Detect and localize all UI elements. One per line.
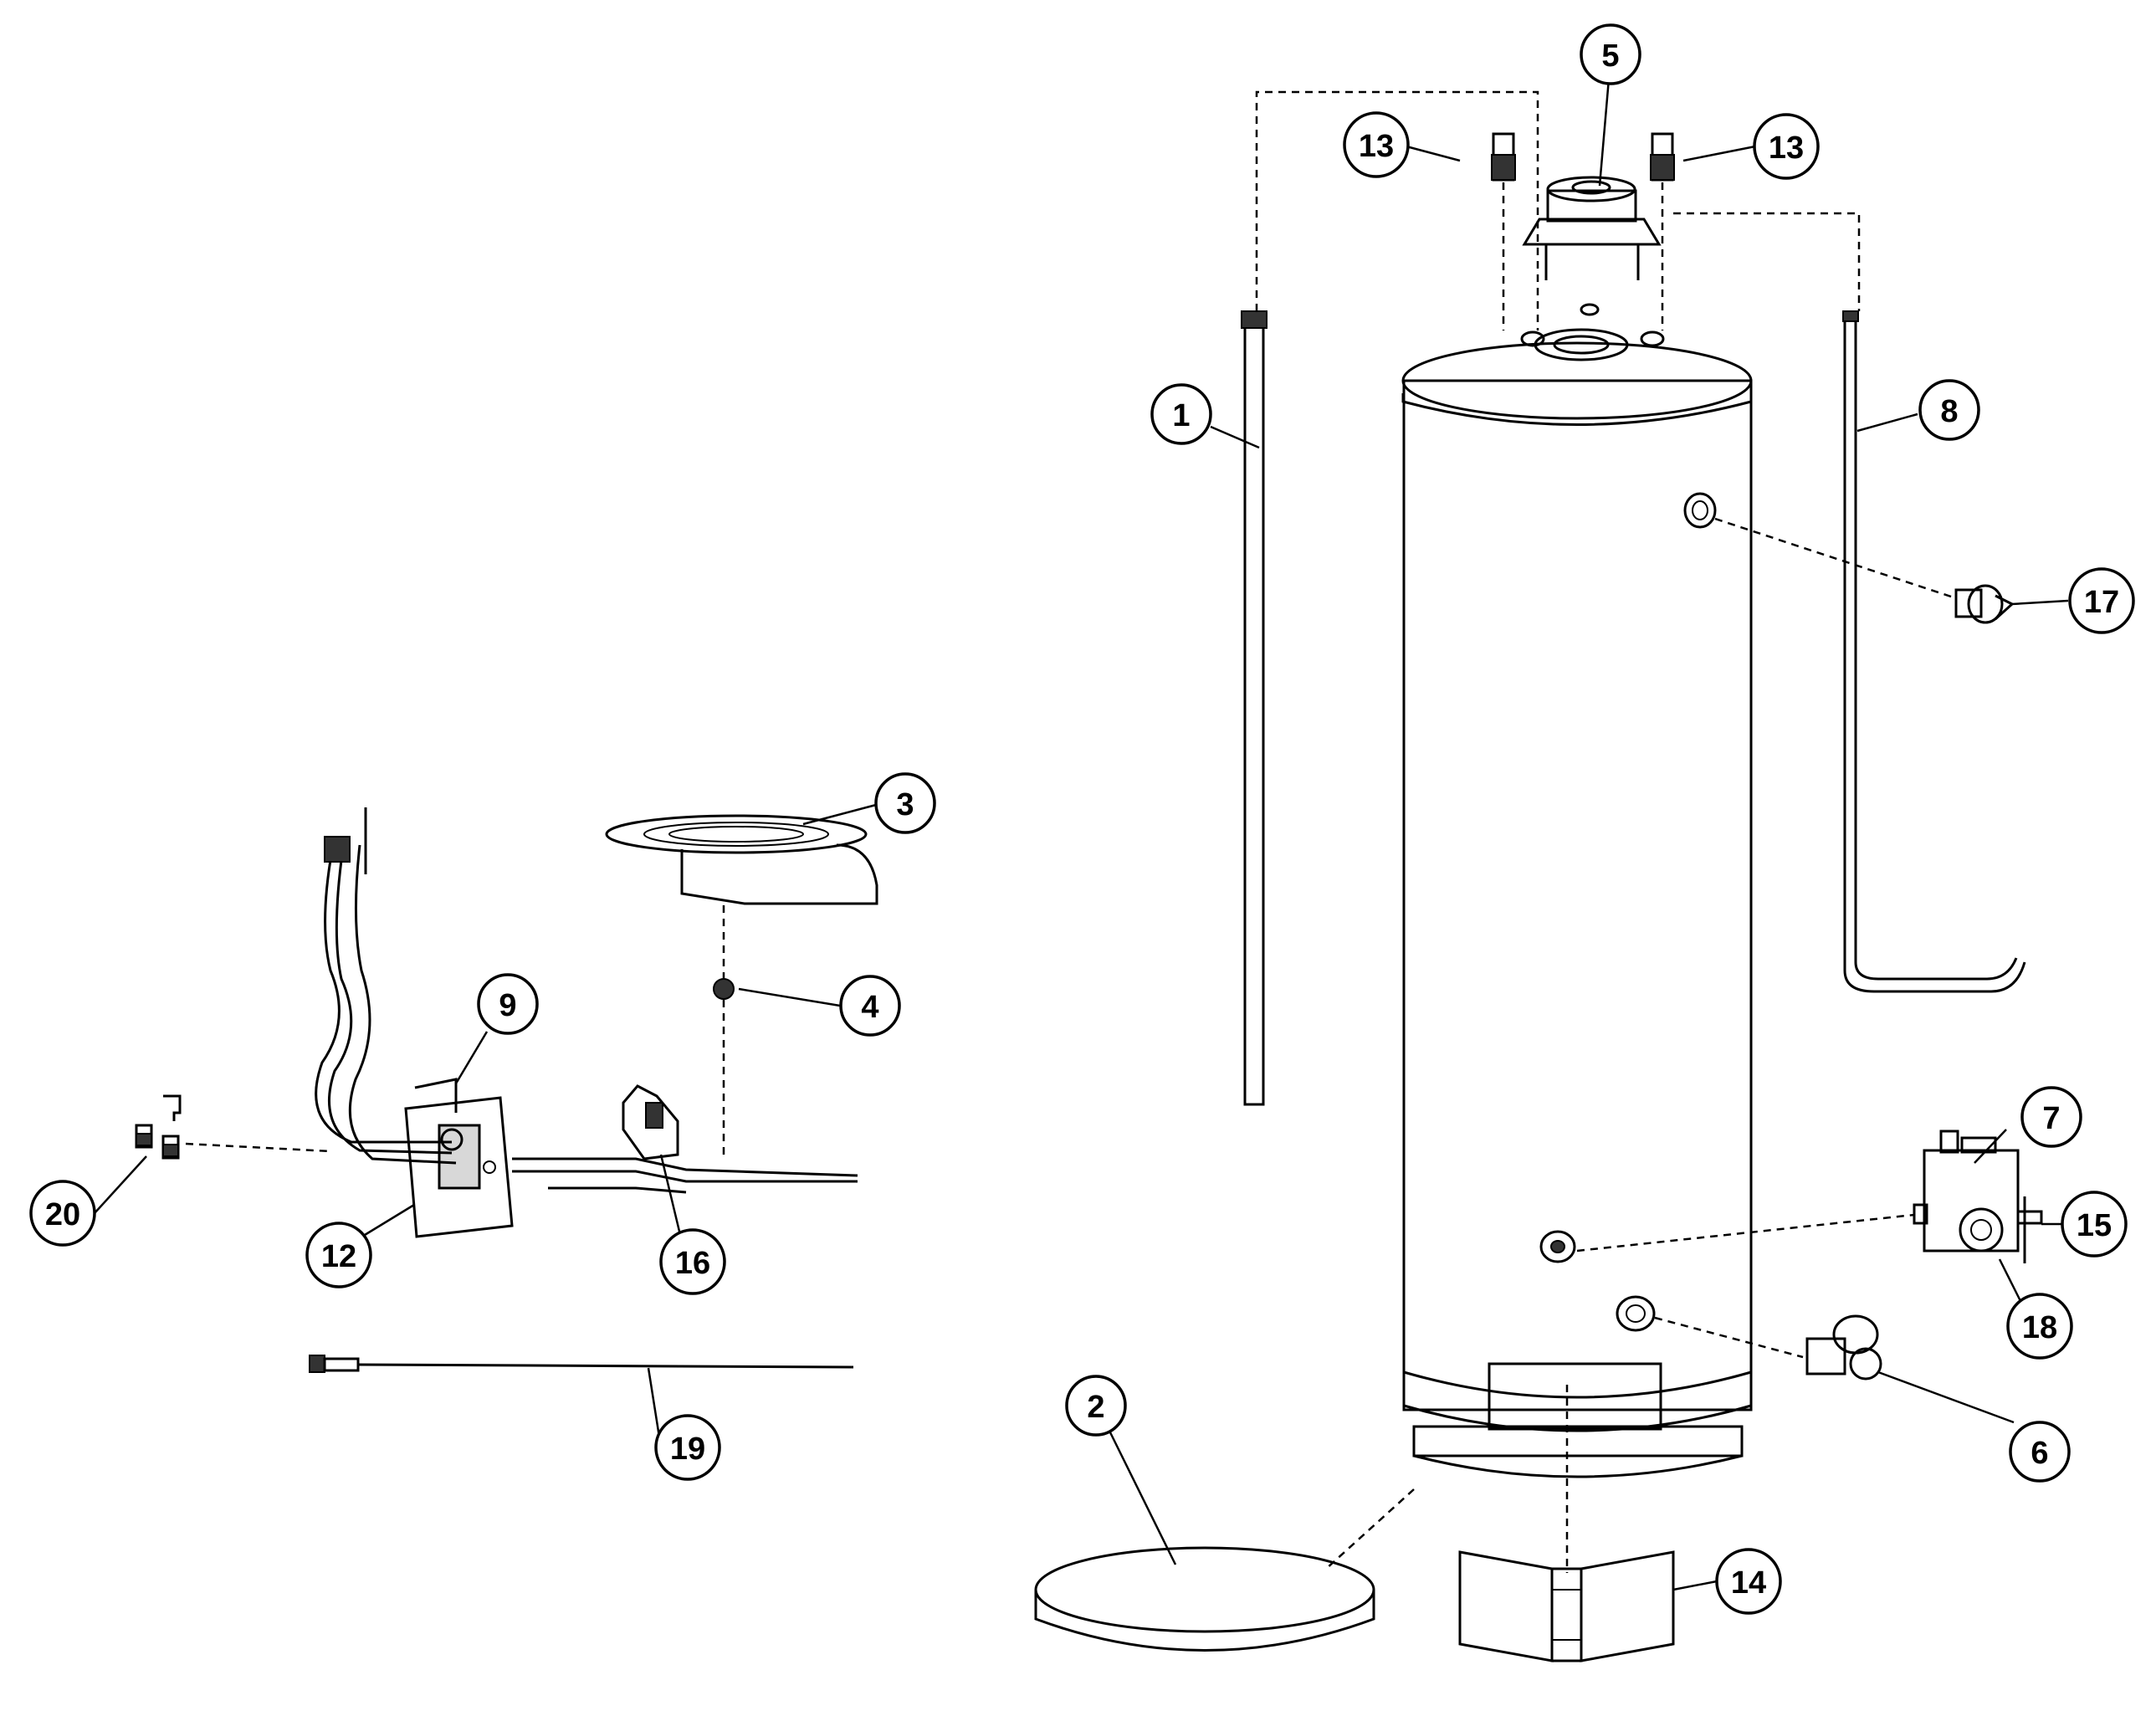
wiring-harness <box>315 807 457 1165</box>
callout-13-left: 13 <box>1343 111 1410 178</box>
callout-label: 2 <box>1087 1390 1104 1425</box>
callout-label: 3 <box>896 787 914 822</box>
callout-9: 9 <box>477 973 539 1035</box>
assembly-lines <box>185 90 1957 1573</box>
thermocouple <box>309 1355 854 1373</box>
callout-12: 12 <box>305 1222 372 1288</box>
callout-label: 7 <box>2042 1101 2060 1136</box>
callout-1: 1 <box>1150 383 1212 445</box>
callout-label: 1 <box>1172 398 1190 433</box>
callout-4: 4 <box>839 975 901 1037</box>
base-ring <box>1034 1546 1375 1652</box>
drain-valve <box>1805 1314 1882 1381</box>
tank-body <box>1401 303 1753 1478</box>
callout-label: 4 <box>861 990 878 1025</box>
callout-label: 9 <box>499 988 516 1023</box>
callout-label: 15 <box>2077 1208 2112 1243</box>
callout-14: 14 <box>1715 1548 1782 1615</box>
callout-label: 6 <box>2031 1436 2048 1471</box>
pilot-assembly <box>622 1084 679 1160</box>
callout-label: 12 <box>321 1239 356 1274</box>
callout-19: 19 <box>654 1414 721 1481</box>
burner-assembly <box>605 814 878 905</box>
callout-label: 5 <box>1601 38 1619 74</box>
callout-7: 7 <box>2020 1086 2082 1148</box>
manifold-door <box>404 1078 514 1238</box>
leader-lines <box>94 78 2069 1591</box>
callout-label: 17 <box>2084 585 2119 620</box>
callout-17: 17 <box>2068 567 2135 634</box>
callout-label: 8 <box>1940 394 1958 429</box>
callout-label: 14 <box>1731 1565 1766 1601</box>
callout-5: 5 <box>1580 23 1641 85</box>
anode-rod <box>1241 310 1267 1106</box>
burner-feed-tube <box>512 1157 858 1194</box>
callout-label: 19 <box>670 1432 705 1467</box>
callout-label: 16 <box>675 1246 710 1281</box>
orifice <box>713 978 735 1000</box>
flue-collar <box>1522 176 1662 280</box>
callout-18: 18 <box>2006 1293 2073 1360</box>
relief-valve <box>1954 584 2015 624</box>
callout-label: 20 <box>45 1197 80 1232</box>
nipple-right <box>1650 132 1675 182</box>
callout-15: 15 <box>2061 1191 2128 1258</box>
callout-20: 20 <box>29 1180 96 1247</box>
callout-6: 6 <box>2009 1421 2071 1483</box>
callout-13-right: 13 <box>1753 113 1820 180</box>
dip-tube <box>1842 310 2026 993</box>
callout-label: 18 <box>2022 1310 2057 1345</box>
nipple-left <box>1491 132 1516 182</box>
inner-door <box>1458 1550 1675 1662</box>
callout-label: 13 <box>1769 131 1804 166</box>
callout-8: 8 <box>1918 379 1980 441</box>
callouts: 1 2 3 4 5 6 7 8 <box>29 23 2135 1615</box>
gas-control-valve <box>1913 1130 2043 1263</box>
callout-label: 13 <box>1359 129 1394 164</box>
callout-16: 16 <box>659 1228 726 1295</box>
callout-3: 3 <box>874 772 936 834</box>
callout-2: 2 <box>1065 1375 1127 1437</box>
clips <box>135 1094 182 1160</box>
